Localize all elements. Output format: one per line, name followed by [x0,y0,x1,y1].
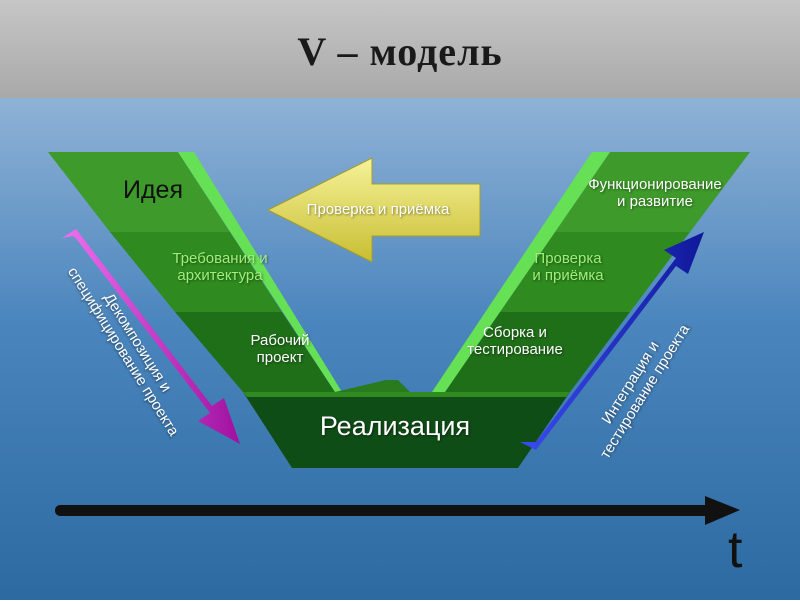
stage-requirements-line2: архитектура [177,267,263,285]
stage-requirements-line1: Требования и [172,250,268,267]
stage-assembly-line1: Сборка и [483,324,547,341]
slide-title: V – модель [297,29,503,74]
decomposition-arrow [62,229,240,444]
stage-assembly: Сборка и тестирование [425,324,605,359]
stage-verification-line1: Проверка [534,250,602,267]
stage-working-project-line2: проект [256,349,304,367]
band-implementation [243,392,570,468]
integration-arrow [520,232,704,450]
left-arm-highlight [178,152,342,392]
band-working-project [175,312,335,392]
stage-idea: Идея [123,176,183,204]
stage-working-project-line1: Рабочий [250,332,310,349]
band-requirements [110,232,282,312]
stage-implementation: Реализация [319,411,471,441]
stage-requirements: Требования и архитектура [145,250,295,285]
time-axis-arrow [55,496,740,525]
stage-verification: Проверка и приёмка [498,250,638,285]
time-axis-label: t [728,521,743,579]
stage-assembly-line2: тестирование [467,341,563,359]
right-arm-highlight [432,152,610,392]
stage-working-project: Рабочий проект [225,332,335,367]
band-verification [500,232,690,312]
acceptance-arrow [266,157,481,263]
band-operation [555,152,750,232]
header-band [0,0,800,98]
implementation-top-edge [243,392,570,397]
acceptance-arrow-label: Проверка и приёмка [306,201,450,218]
v-notch [335,380,445,392]
stage-operation-line2: и развитие [617,193,693,211]
stage-verification-line2: и приёмка [532,267,604,285]
stage-operation: Функционирование и развитие [545,176,765,211]
band-assembly [445,312,630,392]
band-idea [48,152,230,232]
stage-operation-line1: Функционирование [588,176,722,193]
